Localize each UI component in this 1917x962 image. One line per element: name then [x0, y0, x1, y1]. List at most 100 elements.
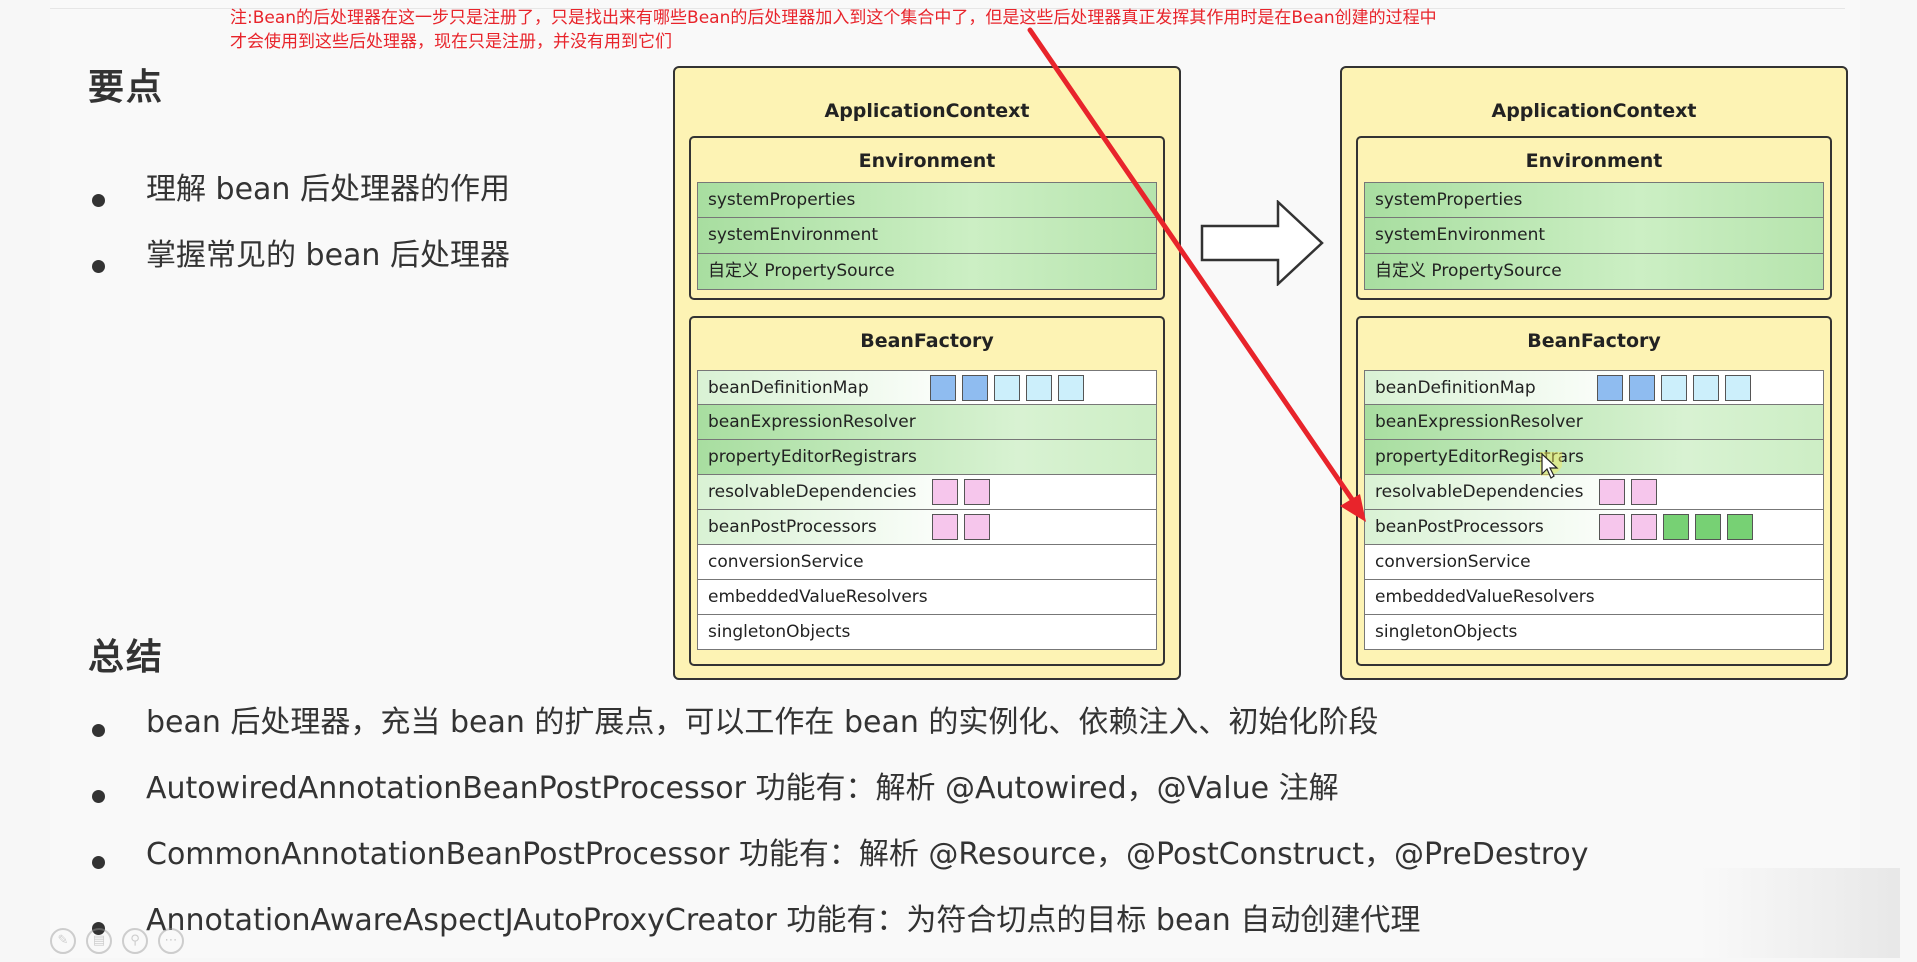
beanfactory-title: BeanFactory — [860, 330, 994, 352]
bf-row-conversionService: conversionService — [1364, 545, 1824, 580]
bf-row-propertyEditorRegistrars: propertyEditorRegistrars — [1364, 440, 1824, 475]
env-row: systemEnvironment — [697, 218, 1157, 254]
square — [964, 479, 990, 505]
summary-item-text: AnnotationAwareAspectJAutoProxyCreator 功… — [146, 903, 1421, 938]
bullet-icon — [92, 724, 105, 737]
square — [964, 514, 990, 540]
summary-heading: 总结 — [88, 637, 165, 678]
summary-item: CommonAnnotationBeanPostProcessor 功能有：解析… — [88, 830, 1589, 896]
summary-item-text: bean 后处理器，充当 bean 的扩展点，可以工作在 bean 的实例化、依… — [146, 705, 1379, 740]
square — [1599, 514, 1625, 540]
bullet-icon — [92, 856, 105, 869]
square — [1727, 514, 1753, 540]
watermark-area — [1700, 868, 1900, 958]
square — [1631, 479, 1657, 505]
bf-row-label: beanDefinitionMap — [708, 378, 869, 398]
bf-row-beanExpressionResolver: beanExpressionResolver — [1364, 405, 1824, 440]
cursor-icon — [1540, 452, 1562, 479]
square — [1597, 375, 1623, 401]
more-icon[interactable]: ⋯ — [158, 928, 184, 954]
bf-row-conversionService: conversionService — [697, 545, 1157, 580]
summary-item-text: AutowiredAnnotationBeanPostProcessor 功能有… — [146, 771, 1339, 806]
bf-row-label: beanDefinitionMap — [1375, 378, 1536, 398]
bf-row-beanPostProcessors: beanPostProcessors — [697, 510, 1157, 545]
environment-box: Environment systemProperties systemEnvir… — [1356, 136, 1832, 300]
summary-item: AnnotationAwareAspectJAutoProxyCreator 功… — [88, 896, 1589, 962]
beanfactory-box: BeanFactory beanDefinitionMap beanExpres… — [689, 316, 1165, 666]
env-row: systemProperties — [1364, 182, 1824, 218]
square — [1663, 514, 1689, 540]
bf-row-label: beanPostProcessors — [708, 517, 877, 537]
square — [1661, 375, 1687, 401]
bullet-icon — [92, 260, 105, 273]
bf-row-embeddedValueResolvers: embeddedValueResolvers — [1364, 580, 1824, 615]
annotation-line-2: 才会使用到这些后处理器，现在只是注册，并没有用到它们 — [230, 32, 672, 52]
bf-row-propertyEditorRegistrars: propertyEditorRegistrars — [697, 440, 1157, 475]
bf-row-label: resolvableDependencies — [708, 482, 917, 502]
application-context-before: ApplicationContext Environment systemPro… — [673, 66, 1181, 680]
points-item: 掌握常见的 bean 后处理器 — [88, 234, 510, 300]
dependency-squares — [932, 479, 990, 505]
bullet-icon — [92, 194, 105, 207]
square — [1026, 375, 1052, 401]
bf-row-resolvableDependencies: resolvableDependencies — [1364, 475, 1824, 510]
bullet-icon — [92, 790, 105, 803]
summary-item: bean 后处理器，充当 bean 的扩展点，可以工作在 bean 的实例化、依… — [88, 698, 1589, 764]
square — [1725, 375, 1751, 401]
points-item: 理解 bean 后处理器的作用 — [88, 168, 510, 234]
square — [1058, 375, 1084, 401]
annotation-line-1: 注:Bean的后处理器在这一步只是注册了，只是找出来有哪些Bean的后处理器加入… — [230, 8, 1437, 28]
env-row: systemProperties — [697, 182, 1157, 218]
square — [962, 375, 988, 401]
transition-arrow-icon — [1200, 200, 1324, 286]
bf-row-beanDefinitionMap: beanDefinitionMap — [697, 370, 1157, 405]
bean-definition-squares — [1597, 375, 1751, 401]
square — [1629, 375, 1655, 401]
square — [1693, 375, 1719, 401]
bean-definition-squares — [930, 375, 1084, 401]
bf-row-singletonObjects: singletonObjects — [1364, 615, 1824, 650]
context-title: ApplicationContext — [824, 100, 1030, 122]
top-divider — [50, 8, 1845, 9]
bf-row-label: resolvableDependencies — [1375, 482, 1584, 502]
bf-row-label: beanPostProcessors — [1375, 517, 1544, 537]
bf-row-resolvableDependencies: resolvableDependencies — [697, 475, 1157, 510]
points-list: 理解 bean 后处理器的作用 掌握常见的 bean 后处理器 — [88, 168, 510, 300]
bf-row-beanDefinitionMap: beanDefinitionMap — [1364, 370, 1824, 405]
beanfactory-box: BeanFactory beanDefinitionMap beanExpres… — [1356, 316, 1832, 666]
square — [1631, 514, 1657, 540]
application-context-after: ApplicationContext Environment systemPro… — [1340, 66, 1848, 680]
environment-box: Environment systemProperties systemEnvir… — [689, 136, 1165, 300]
bf-row-beanPostProcessors: beanPostProcessors — [1364, 510, 1824, 545]
square — [932, 514, 958, 540]
summary-item-text: CommonAnnotationBeanPostProcessor 功能有：解析… — [146, 837, 1589, 872]
environment-title: Environment — [1525, 150, 1663, 172]
square — [994, 375, 1020, 401]
env-row: 自定义 PropertySource — [697, 254, 1157, 290]
beanfactory-title: BeanFactory — [1527, 330, 1661, 352]
dependency-squares — [1599, 479, 1657, 505]
environment-title: Environment — [858, 150, 996, 172]
summary-list: bean 后处理器，充当 bean 的扩展点，可以工作在 bean 的实例化、依… — [88, 698, 1589, 962]
bf-row-singletonObjects: singletonObjects — [697, 615, 1157, 650]
post-processor-squares — [1599, 514, 1753, 540]
context-title: ApplicationContext — [1491, 100, 1697, 122]
post-processor-squares — [932, 514, 990, 540]
env-row: 自定义 PropertySource — [1364, 254, 1824, 290]
points-item-text: 理解 bean 后处理器的作用 — [146, 172, 510, 207]
pen-icon[interactable]: ✎ — [50, 928, 76, 954]
square — [1695, 514, 1721, 540]
square — [930, 375, 956, 401]
square — [932, 479, 958, 505]
points-heading: 要点 — [88, 67, 165, 108]
square — [1599, 479, 1625, 505]
red-annotation: 注:Bean的后处理器在这一步只是注册了，只是找出来有哪些Bean的后处理器加入… — [230, 6, 1670, 54]
bf-row-embeddedValueResolvers: embeddedValueResolvers — [697, 580, 1157, 615]
summary-item: AutowiredAnnotationBeanPostProcessor 功能有… — [88, 764, 1589, 830]
presentation-toolbar: ✎ ▤ ⚲ ⋯ — [50, 928, 184, 958]
bf-row-beanExpressionResolver: beanExpressionResolver — [697, 405, 1157, 440]
points-item-text: 掌握常见的 bean 后处理器 — [146, 238, 510, 273]
save-icon[interactable]: ▤ — [86, 928, 112, 954]
search-icon[interactable]: ⚲ — [122, 928, 148, 954]
env-row: systemEnvironment — [1364, 218, 1824, 254]
